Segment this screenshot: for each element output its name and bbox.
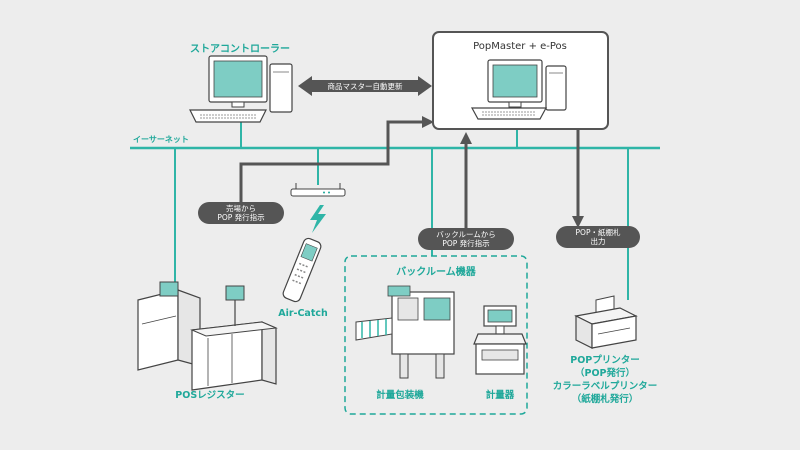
popmaster-server: PopMaster + e-Pos <box>432 31 609 130</box>
printer-label-line: （紙棚札発行） <box>572 393 639 405</box>
desktop-pc-icon <box>189 55 293 123</box>
store-controller: ストアコントローラー <box>189 43 293 123</box>
lightning-bolt-icon <box>310 205 326 233</box>
backroom-instruction-pill: バックルームから POP 発行指示 <box>418 228 514 250</box>
weigh-pack-label: 計量包装機 <box>376 389 424 401</box>
pop-printer-label: POPプリンター （POP発行） カラーラベルプリンター （紙棚札発行） <box>553 354 658 405</box>
pill-text-line: POP・紙棚札 <box>576 227 621 237</box>
printer-label-line: カラーラベルプリンター <box>553 380 658 392</box>
scale-icon <box>473 305 527 375</box>
store-controller-label: ストアコントローラー <box>190 43 290 55</box>
weigh-packing-machine-icon <box>355 285 455 379</box>
pop-output-pill: POP・紙棚札 出力 <box>556 226 640 248</box>
backroom-devices-label: バックルーム機器 <box>396 265 476 278</box>
sync-label: 商品マスター自動更新 <box>328 81 403 91</box>
backroom-devices-group: バックルーム機器 <box>344 255 528 415</box>
scale-label: 計量器 <box>486 389 515 401</box>
pos-register-label: POSレジスター <box>175 389 244 401</box>
popmaster-label: PopMaster + e-Pos <box>473 41 567 52</box>
instruction-flows <box>239 116 584 230</box>
printer-label-line: （POP発行） <box>575 367 635 379</box>
printer-label-line: POPプリンター <box>570 354 640 366</box>
pill-text-line: 売場から <box>226 203 256 213</box>
pos-register-icon <box>137 281 278 391</box>
pill-text-line: 出力 <box>591 236 606 246</box>
ethernet-network: イーサーネット <box>130 114 660 300</box>
handheld-terminal-icon <box>282 237 322 303</box>
air-catch-label: Air-Catch <box>278 308 328 319</box>
pill-text-line: POP 発行指示 <box>442 238 490 248</box>
master-sync-arrow: 商品マスター自動更新 <box>298 76 432 96</box>
wireless-router-icon <box>290 183 346 197</box>
printer-icon <box>574 295 638 349</box>
pill-text-line: バックルームから <box>436 230 496 239</box>
ethernet-label: イーサーネット <box>133 134 189 144</box>
sales-floor-instruction-pill: 売場から POP 発行指示 <box>198 202 284 224</box>
pill-text-line: POP 発行指示 <box>217 212 265 222</box>
desktop-pc-icon <box>470 59 567 120</box>
